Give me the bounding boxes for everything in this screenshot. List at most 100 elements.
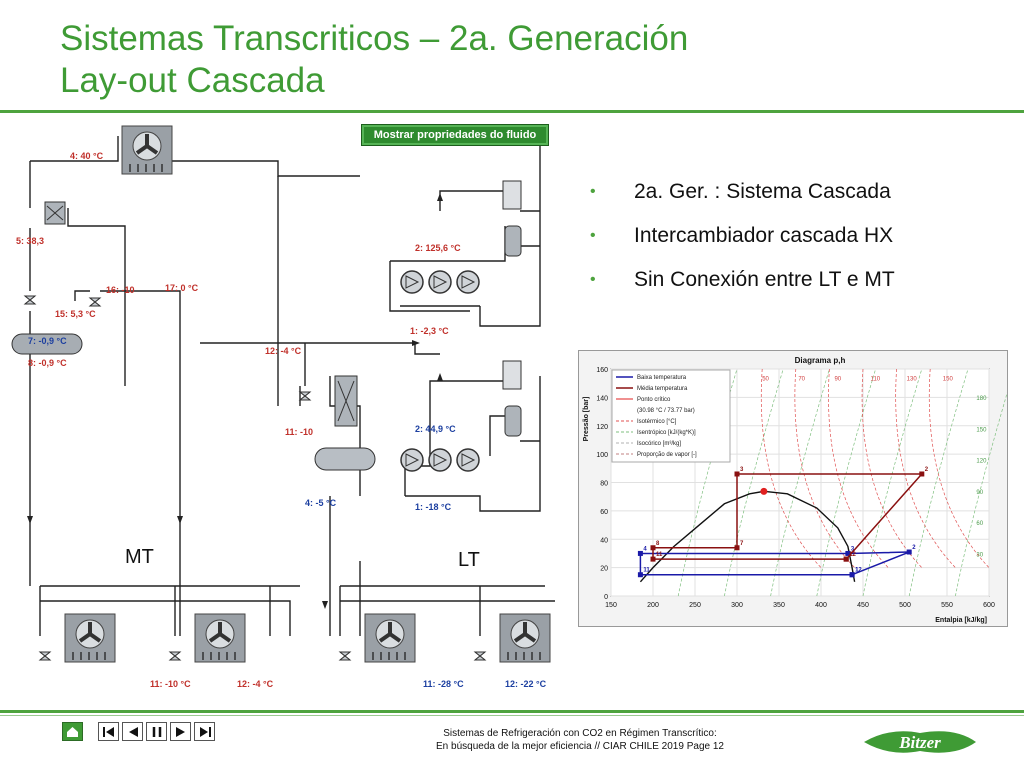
pause-icon: [152, 726, 161, 737]
skip-back-icon: [102, 726, 114, 737]
isotherm-line: [895, 368, 956, 568]
point-label: 11: [643, 568, 650, 574]
point-label: 7: [740, 541, 744, 547]
isotherm-label: 50: [762, 376, 769, 382]
label-mt-suction: 1: -2,3 °C: [410, 326, 449, 336]
isentrope-line: [908, 368, 969, 597]
y-tick-label: 20: [600, 566, 608, 573]
isentrope-label: 90: [976, 490, 983, 496]
legend-box: [611, 369, 731, 463]
label-hx-out: 5: 38,3: [16, 236, 44, 246]
x-tick-label: 400: [815, 602, 827, 609]
label-mt-evap-out: 12: -4 °C: [237, 679, 274, 689]
compressor-lt-3: [456, 448, 480, 472]
isotherm-label: 70: [798, 376, 805, 382]
last-slide-button[interactable]: [194, 722, 215, 741]
footer-line-2: En búsqueda de la mejor eficiencia // CI…: [436, 741, 724, 752]
series-point: [637, 572, 643, 578]
footer-divider: [0, 710, 1024, 713]
label-17: 17: 0 °C: [165, 283, 199, 293]
isotherm-label: 130: [907, 376, 918, 382]
compressor-mt-1: [400, 270, 424, 294]
title-line-1: Sistemas Transcriticos – 2a. Generación: [60, 19, 689, 58]
oil-reservoir-mt: [504, 225, 522, 257]
home-button[interactable]: [62, 722, 83, 741]
show-fluid-properties-button[interactable]: Mostrar propriedades do fluido: [361, 124, 549, 146]
label-lt-evap-in: 11: -28 °C: [423, 679, 464, 689]
legend-label: Isocórico [m³/kg]: [637, 441, 681, 447]
y-tick-label: 60: [600, 509, 608, 516]
label-mt-evap-in: 11: -10 °C: [150, 679, 191, 689]
chart-title: Diagrama p,h: [795, 356, 846, 365]
x-tick-label: 600: [983, 602, 995, 609]
expansion-valve-2: [89, 297, 101, 307]
series-point: [734, 545, 740, 551]
point-label: 11: [656, 552, 663, 558]
point-label: 1: [855, 568, 859, 574]
slide-title: Sistemas Transcriticos – 2a. Generación …: [60, 18, 688, 102]
previous-slide-button[interactable]: [122, 722, 143, 741]
isentrope-line: [677, 368, 738, 597]
x-tick-label: 500: [899, 602, 911, 609]
point-label: 2: [912, 545, 916, 551]
point-label: 1: [849, 552, 853, 558]
compressor-mt-2: [428, 270, 452, 294]
evaporator-mt-2: [193, 612, 247, 664]
isentrope-label: 30: [976, 552, 983, 558]
bullet-list: •2a. Ger. : Sistema Cascada •Intercambia…: [590, 180, 895, 312]
point-label: 12: [855, 568, 862, 574]
label-11-hx: 11: -10: [285, 427, 313, 437]
triangle-right-icon: [175, 726, 185, 737]
cascade-schematic: 4: 40 °C 5: 38,3 16: -10 15: 5,3 °C 7: -…: [11, 124, 555, 689]
legend-label: (30.98 °C / 73.77 bar): [637, 408, 695, 414]
triangle-left-icon: [128, 726, 138, 737]
isotherm-label: 110: [871, 376, 881, 382]
liquid-receiver-mt: [11, 333, 83, 355]
y-tick-label: 0: [604, 594, 608, 601]
point-label: 2: [925, 467, 929, 473]
skip-forward-icon: [199, 726, 211, 737]
home-icon: [67, 726, 78, 737]
series-point: [845, 550, 851, 556]
isotherm-line: [828, 368, 889, 568]
point-label: 12: [849, 552, 856, 558]
label-gascooler-out: 4: 40 °C: [70, 151, 104, 161]
y-axis-label: Pressão [bar]: [583, 397, 590, 442]
bullet-item: •Intercambiador cascada HX: [590, 224, 894, 247]
x-tick-label: 150: [605, 602, 617, 609]
next-slide-button[interactable]: [170, 722, 191, 741]
label-lt-receiver: 4: -5 °C: [305, 498, 337, 508]
pause-button[interactable]: [146, 722, 167, 741]
isotherm-label: 150: [943, 376, 954, 382]
label-lt: LT: [458, 549, 480, 571]
gas-cooler-fan: [120, 124, 174, 176]
label-lt-discharge: 2: 44,9 °C: [415, 424, 456, 434]
label-7: 7: -0,9 °C: [28, 336, 67, 346]
isentrope-line: [862, 368, 923, 597]
series-point: [650, 545, 656, 551]
series-point: [849, 572, 855, 578]
point-label: 3: [740, 467, 744, 473]
y-tick-label: 160: [596, 367, 608, 374]
logo-text: Bitzer: [898, 733, 941, 752]
evaporator-mt-1: [63, 612, 117, 664]
series-point: [734, 471, 740, 477]
x-tick-label: 550: [941, 602, 953, 609]
isotherm-line: [794, 368, 855, 568]
point-label: 4: [643, 546, 647, 552]
first-slide-button[interactable]: [98, 722, 119, 741]
bullet-dot: •: [590, 183, 596, 200]
label-12-mt: 12: -4 °C: [265, 346, 302, 356]
isotherm-line: [861, 368, 923, 568]
compressor-mt-3: [456, 270, 480, 294]
series-point: [843, 556, 849, 562]
point-label: 3: [851, 546, 855, 552]
compressor-lt-2: [428, 448, 452, 472]
isentrope-label: 180: [976, 396, 987, 402]
legend-label: Baixa temperatura: [637, 375, 687, 381]
footer-divider-thin: [0, 715, 1024, 716]
bullet-dot: •: [590, 271, 596, 288]
isentrope-label: 60: [976, 521, 983, 527]
isentrope-line: [816, 368, 876, 597]
